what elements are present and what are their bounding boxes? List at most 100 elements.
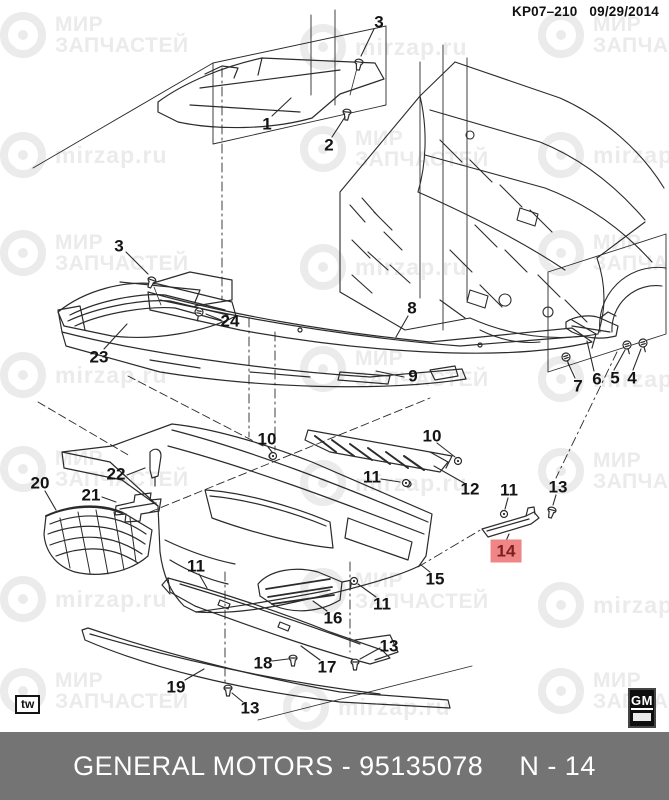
- watermark-site-text: mirzap.ru: [55, 361, 168, 388]
- watermark: mirzap.ru: [300, 24, 468, 70]
- watermark-pin-icon: [300, 244, 346, 290]
- part-16-fog-cover: [257, 568, 353, 612]
- watermark-pin-icon: [538, 668, 584, 714]
- part-14-side-bracket: [481, 506, 540, 538]
- callout-13: 13: [379, 636, 399, 656]
- part-22-clip: [149, 448, 162, 487]
- construction-lines: [32, 9, 667, 721]
- callout-4: 4: [627, 368, 637, 388]
- callout-15: 15: [425, 569, 445, 589]
- callout-23: 23: [89, 347, 109, 367]
- plate-code: KP07–210: [512, 4, 578, 19]
- watermark-site-text: mirzap.ru: [593, 591, 669, 618]
- part-8-impact-bar: [147, 271, 597, 354]
- part-9-absorber: [57, 305, 467, 388]
- watermark: mirzap.ru: [0, 352, 168, 398]
- gm-logo-barcode: [633, 713, 651, 721]
- part-19-spoiler: [81, 627, 451, 709]
- callout-7: 7: [573, 376, 583, 396]
- callout-19: 19: [166, 677, 186, 697]
- watermark-pin-icon: [0, 230, 46, 276]
- watermark-pin-icon: [0, 352, 46, 398]
- callout-6: 6: [592, 369, 602, 389]
- footer-page-ref: N - 14: [519, 750, 596, 781]
- watermark-pin-icon: [0, 12, 46, 58]
- callout-2: 2: [324, 135, 334, 155]
- watermark: mirzap.ru: [538, 132, 669, 178]
- part-1-sight-shield: [157, 57, 385, 129]
- gm-logo-text: GM: [631, 693, 653, 710]
- watermark: mirzap.ru: [0, 132, 168, 178]
- part-21-bowtie-emblem: [114, 492, 162, 523]
- watermark: mirzap.ru: [538, 356, 669, 402]
- watermark-pin-icon: [0, 576, 46, 622]
- callout-1: 1: [262, 114, 272, 134]
- callout-11: 11: [187, 556, 205, 576]
- watermark-pin-icon: [538, 12, 584, 58]
- callout-3: 3: [114, 236, 124, 256]
- callout-5: 5: [610, 368, 620, 388]
- watermark-site-text: mirzap.ru: [593, 141, 669, 168]
- watermark-site-text: mirzap.ru: [355, 33, 468, 60]
- watermark-pin-icon: [0, 446, 46, 492]
- watermark-site-text: mirzap.ru: [55, 141, 168, 168]
- callout-22: 22: [106, 464, 126, 484]
- watermark-pin-icon: [538, 582, 584, 628]
- gm-logo: GM: [628, 688, 656, 728]
- callout-11: 11: [500, 480, 518, 500]
- watermark-pin-icon: [538, 448, 584, 494]
- watermark-site-text: mirzap.ru: [355, 253, 468, 280]
- part-12-grille-insert: [304, 429, 453, 473]
- watermark-pin-icon: [300, 460, 346, 506]
- callout-11: 11: [373, 594, 391, 614]
- plate-date: 09/29/2014: [589, 4, 659, 19]
- part-17-deflector: [161, 577, 399, 665]
- callout-20: 20: [30, 473, 50, 493]
- leader-lines: [44, 28, 642, 703]
- watermark-pin-icon: [538, 230, 584, 276]
- footer-part-number: GENERAL MOTORS - 95135078: [73, 750, 484, 781]
- diagram-line-art: [32, 9, 667, 721]
- callout-17: 17: [317, 657, 337, 677]
- callout-11: 11: [363, 467, 381, 487]
- watermark-pin-icon: [300, 126, 346, 172]
- plate-header: KP07–210 09/29/2014: [512, 4, 659, 19]
- callout-13: 13: [240, 698, 260, 718]
- watermark-pin-icon: [300, 24, 346, 70]
- watermark: mirzap.ru: [300, 244, 468, 290]
- callout-10: 10: [257, 429, 277, 449]
- callout-24: 24: [220, 311, 240, 331]
- watermark-site-text: mirzap.ru: [55, 585, 168, 612]
- callout-3: 3: [374, 12, 384, 32]
- watermark-pin-icon: [0, 132, 46, 178]
- callout-13: 13: [548, 477, 568, 497]
- callout-8: 8: [407, 298, 417, 318]
- watermark-pin-icon: [300, 346, 346, 392]
- callout-21: 21: [81, 485, 101, 505]
- callout-10: 10: [422, 426, 442, 446]
- watermark-pin-icon: [283, 684, 329, 730]
- callout-18: 18: [253, 653, 273, 673]
- watermark: mirzap.ru: [0, 576, 168, 622]
- part-15-fascia: [61, 423, 433, 614]
- callout-14-highlighted: 14: [490, 539, 522, 563]
- callout-16: 16: [323, 608, 343, 628]
- watermark-site-text: mirzap.ru: [593, 365, 669, 392]
- body-structure: [339, 61, 667, 344]
- callout-9: 9: [408, 366, 418, 386]
- tw-tag: tw: [15, 695, 41, 714]
- part-6-bracket: [565, 311, 619, 339]
